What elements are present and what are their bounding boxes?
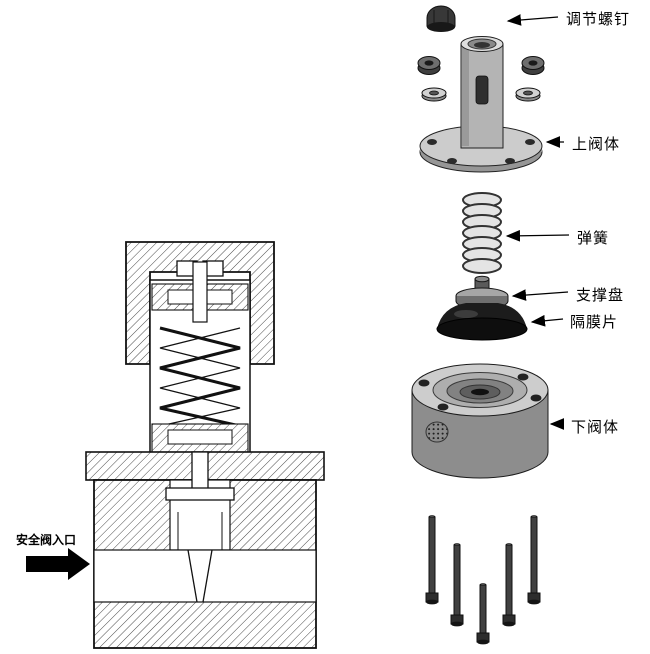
part-washer-left [421,87,447,102]
part-bolts [425,515,541,645]
part-spring [462,192,502,274]
section-stem [191,451,209,491]
arrow-adjust-screw-icon [506,14,559,26]
section-adjust-screw-shaft [192,261,208,323]
part-nut-left [417,56,441,75]
inlet-label: 安全阀入口 [16,533,77,547]
section-valve-disc [165,487,235,501]
knurled-port [425,421,449,443]
part-lower-body [411,363,549,479]
part-upper-body [419,36,543,173]
inlet-arrow-icon [26,548,90,580]
arrow-diaphragm-icon [530,314,564,327]
callout-upper-body: 上阀体 [572,136,621,153]
callout-diaphragm: 隔膜片 [570,314,619,331]
part-nut-right [521,56,545,75]
callout-arrows [505,14,570,430]
arrow-support-disc-icon [511,289,569,301]
exploded-view [411,5,570,645]
callout-support-disc: 支撑盘 [576,287,625,304]
part-washer-right [515,87,541,102]
part-diaphragm [436,303,528,341]
part-adjust-screw [426,5,456,32]
callout-lower-body: 下阀体 [571,419,620,436]
part-support-disc [455,275,509,310]
section-view [26,241,325,649]
callout-adjust-screw: 调节螺钉 [566,11,631,28]
callout-spring: 弹簧 [577,230,610,247]
arrow-spring-icon [505,229,570,242]
section-seat-funnel [187,549,198,603]
